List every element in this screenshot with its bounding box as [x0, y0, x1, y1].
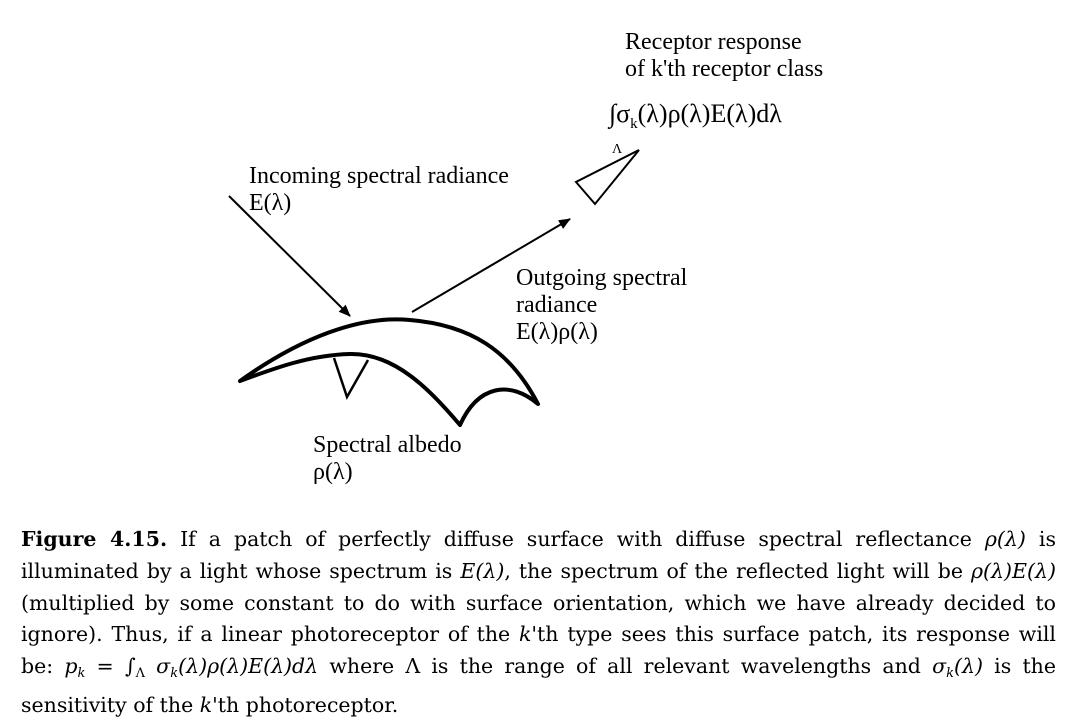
- outgoing-label-line2: radiance: [516, 292, 598, 318]
- albedo-label-line2: ρ(λ): [313, 459, 353, 485]
- integrand-sigma: σ: [616, 99, 631, 128]
- incoming-label-line1: Incoming spectral radiance: [249, 163, 509, 189]
- outgoing-label-line1: Outgoing spectral: [516, 265, 688, 291]
- caption-math-5-sigma-sub: k: [170, 666, 179, 682]
- caption-math-5: p: [64, 654, 78, 679]
- caption-text-2: is illuminated by a light whose spectrum…: [21, 527, 1056, 583]
- caption-math-7: k: [199, 692, 213, 717]
- receptor-label: Receptor response of k'th receptor class: [625, 29, 823, 83]
- integral-domain: Λ: [612, 142, 623, 157]
- albedo-triangle: [332, 357, 370, 401]
- receptor-label-line1: Receptor response: [625, 29, 802, 55]
- diagram-svg: [228, 149, 640, 427]
- caption-text-3: , the spectrum of the reflected light wi…: [504, 558, 971, 583]
- caption-text-8: 'th photoreceptor.: [212, 692, 399, 717]
- caption-label: Figure 4.15.: [21, 527, 168, 551]
- surface-patch: [238, 317, 540, 427]
- caption-math-5-sigma: σ: [145, 654, 171, 679]
- figure-diagram: Receptor response of k'th receptor class…: [228, 29, 823, 486]
- receptor-icon: [574, 149, 640, 206]
- incoming-label-line2: E(λ): [249, 190, 292, 216]
- outgoing-label: Outgoing spectral radiance E(λ)ρ(λ): [516, 265, 687, 346]
- outgoing-label-line3: E(λ)ρ(λ): [516, 319, 598, 345]
- receptor-label-line2: of k'th receptor class: [625, 56, 824, 82]
- albedo-label-line1: Spectral albedo: [313, 432, 462, 458]
- caption-math-6-sub: k: [946, 666, 954, 682]
- caption-math-5-rest: (λ)ρ(λ)E(λ)dλ: [178, 654, 319, 679]
- caption-text-7: is the sensitivity of the: [21, 654, 1057, 717]
- caption-math-1: ρ(λ): [984, 527, 1026, 551]
- caption-text-6: where Λ is the range of all relevant wav…: [318, 654, 933, 679]
- caption-math-6-rest: (λ): [954, 654, 983, 679]
- caption-math-3: ρ(λ)E(λ): [971, 558, 1056, 583]
- incoming-label: Incoming spectral radiance E(λ): [249, 163, 509, 217]
- caption-text-1: If a patch of perfectly diffuse surface …: [167, 527, 985, 551]
- caption-math-5-domain: Λ: [135, 666, 145, 682]
- caption-math-5-eq: = ∫: [85, 654, 136, 679]
- caption-text-5: 'th type sees this surface patch, its re…: [21, 622, 1056, 679]
- caption-math-4: k: [518, 622, 532, 647]
- integrand-subscript: k: [630, 116, 638, 133]
- caption-math-2: E(λ): [460, 558, 505, 583]
- outgoing-ray-arrow: [411, 218, 571, 313]
- integrand-rest: (λ)ρ(λ)E(λ)dλ: [637, 99, 782, 128]
- caption-math-5-sub: k: [77, 666, 86, 682]
- figure-caption: Figure 4.15. If a patch of perfectly dif…: [21, 524, 1056, 722]
- albedo-label: Spectral albedo ρ(λ): [313, 432, 462, 486]
- incoming-ray-arrow: [228, 195, 351, 317]
- caption-math-6: σ: [932, 654, 947, 679]
- caption-text-4: (multiplied by some constant to do with …: [21, 590, 1056, 647]
- integral-sign: ∫: [609, 99, 617, 128]
- receptor-integral: ∫σk(λ)ρ(λ)E(λ)dλ: [609, 100, 782, 138]
